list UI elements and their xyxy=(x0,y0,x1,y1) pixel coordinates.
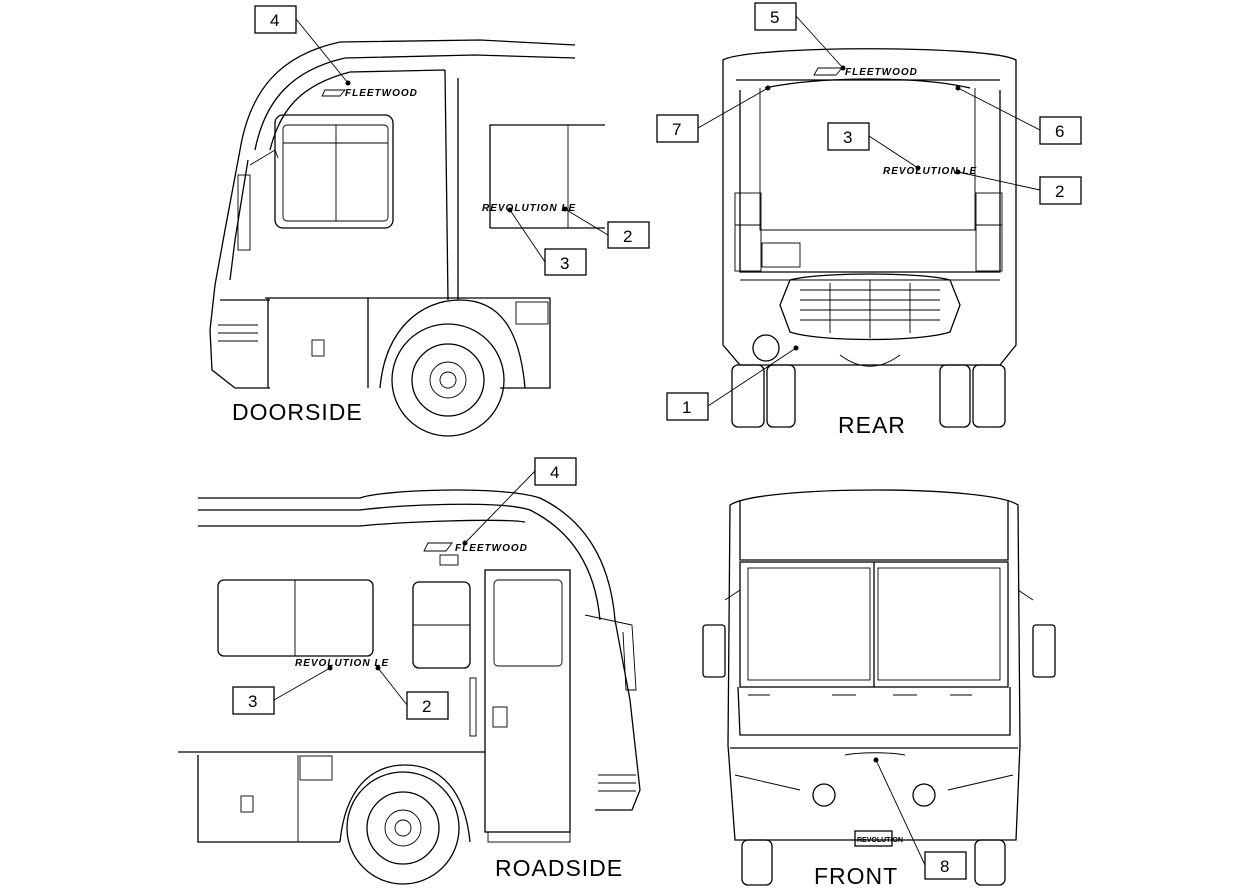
front-license-plate-text: REVOLUTION xyxy=(857,837,903,844)
doorside-body-outline xyxy=(209,39,605,437)
doorside-callout-3: 3 xyxy=(507,207,587,276)
svg-text:2: 2 xyxy=(623,227,632,246)
svg-text:8: 8 xyxy=(940,857,949,876)
front-title: FRONT xyxy=(814,863,898,889)
front-view: REVOLUTION 8 FRONT xyxy=(702,489,1056,889)
doorside-fleetwood-logo: FLEETWOOD xyxy=(345,88,418,99)
rear-title: REAR xyxy=(838,412,906,438)
svg-text:2: 2 xyxy=(1055,182,1064,201)
roadside-body-outline xyxy=(178,489,641,885)
doorside-title: DOORSIDE xyxy=(232,399,363,425)
svg-text:2: 2 xyxy=(422,697,431,716)
roadside-fleetwood-chevron-icon xyxy=(423,542,453,552)
roadside-callout-3: 3 xyxy=(232,665,333,715)
rear-callout-7: 7 xyxy=(656,85,771,143)
front-callout-8: 8 xyxy=(873,757,967,880)
front-body-outline xyxy=(702,489,1056,886)
roadside-callout-4: 4 xyxy=(462,457,577,546)
rear-fleetwood-chevron-icon xyxy=(813,67,843,76)
rear-callout-5: 5 xyxy=(754,2,846,71)
svg-text:3: 3 xyxy=(248,692,257,711)
roadside-fleetwood-logo: FLEETWOOD xyxy=(455,543,528,554)
front-license-plate: REVOLUTION xyxy=(854,830,903,847)
roadside-model-decal: REVOLUTION LE xyxy=(295,658,389,669)
rear-fleetwood-logo: FLEETWOOD xyxy=(845,67,918,78)
doorside-callout-2: 2 xyxy=(562,206,650,249)
svg-text:4: 4 xyxy=(270,11,279,30)
rear-callout-1: 1 xyxy=(666,345,799,421)
roadside-view: FLEETWOOD REVOLUTION LE 4 3 2 ROADSIDE xyxy=(178,457,641,885)
rear-model-decal: REVOLUTION LE xyxy=(883,166,977,177)
roadside-callout-2: 2 xyxy=(375,665,449,720)
doorside-callout-4: 4 xyxy=(254,5,351,86)
rear-callout-3: 3 xyxy=(827,122,921,171)
roadside-title: ROADSIDE xyxy=(495,855,623,881)
svg-text:3: 3 xyxy=(560,254,569,273)
svg-text:5: 5 xyxy=(770,8,779,27)
rear-callout-2: 2 xyxy=(955,169,1082,205)
svg-text:1: 1 xyxy=(682,398,691,417)
rear-view: FLEETWOOD REVOLUTION LE 5 7 3 6 xyxy=(656,2,1082,438)
svg-text:6: 6 xyxy=(1055,122,1064,141)
rear-callout-6: 6 xyxy=(955,85,1082,145)
rear-body-outline xyxy=(722,48,1017,428)
svg-text:7: 7 xyxy=(672,120,681,139)
svg-text:4: 4 xyxy=(550,463,559,482)
doorside-view: FLEETWOOD REVOLUTION LE 4 2 3 DOORSIDE xyxy=(209,5,650,437)
doorside-model-decal: REVOLUTION LE xyxy=(482,203,576,214)
svg-text:3: 3 xyxy=(843,128,852,147)
doorside-fleetwood-chevron-icon xyxy=(321,89,346,97)
